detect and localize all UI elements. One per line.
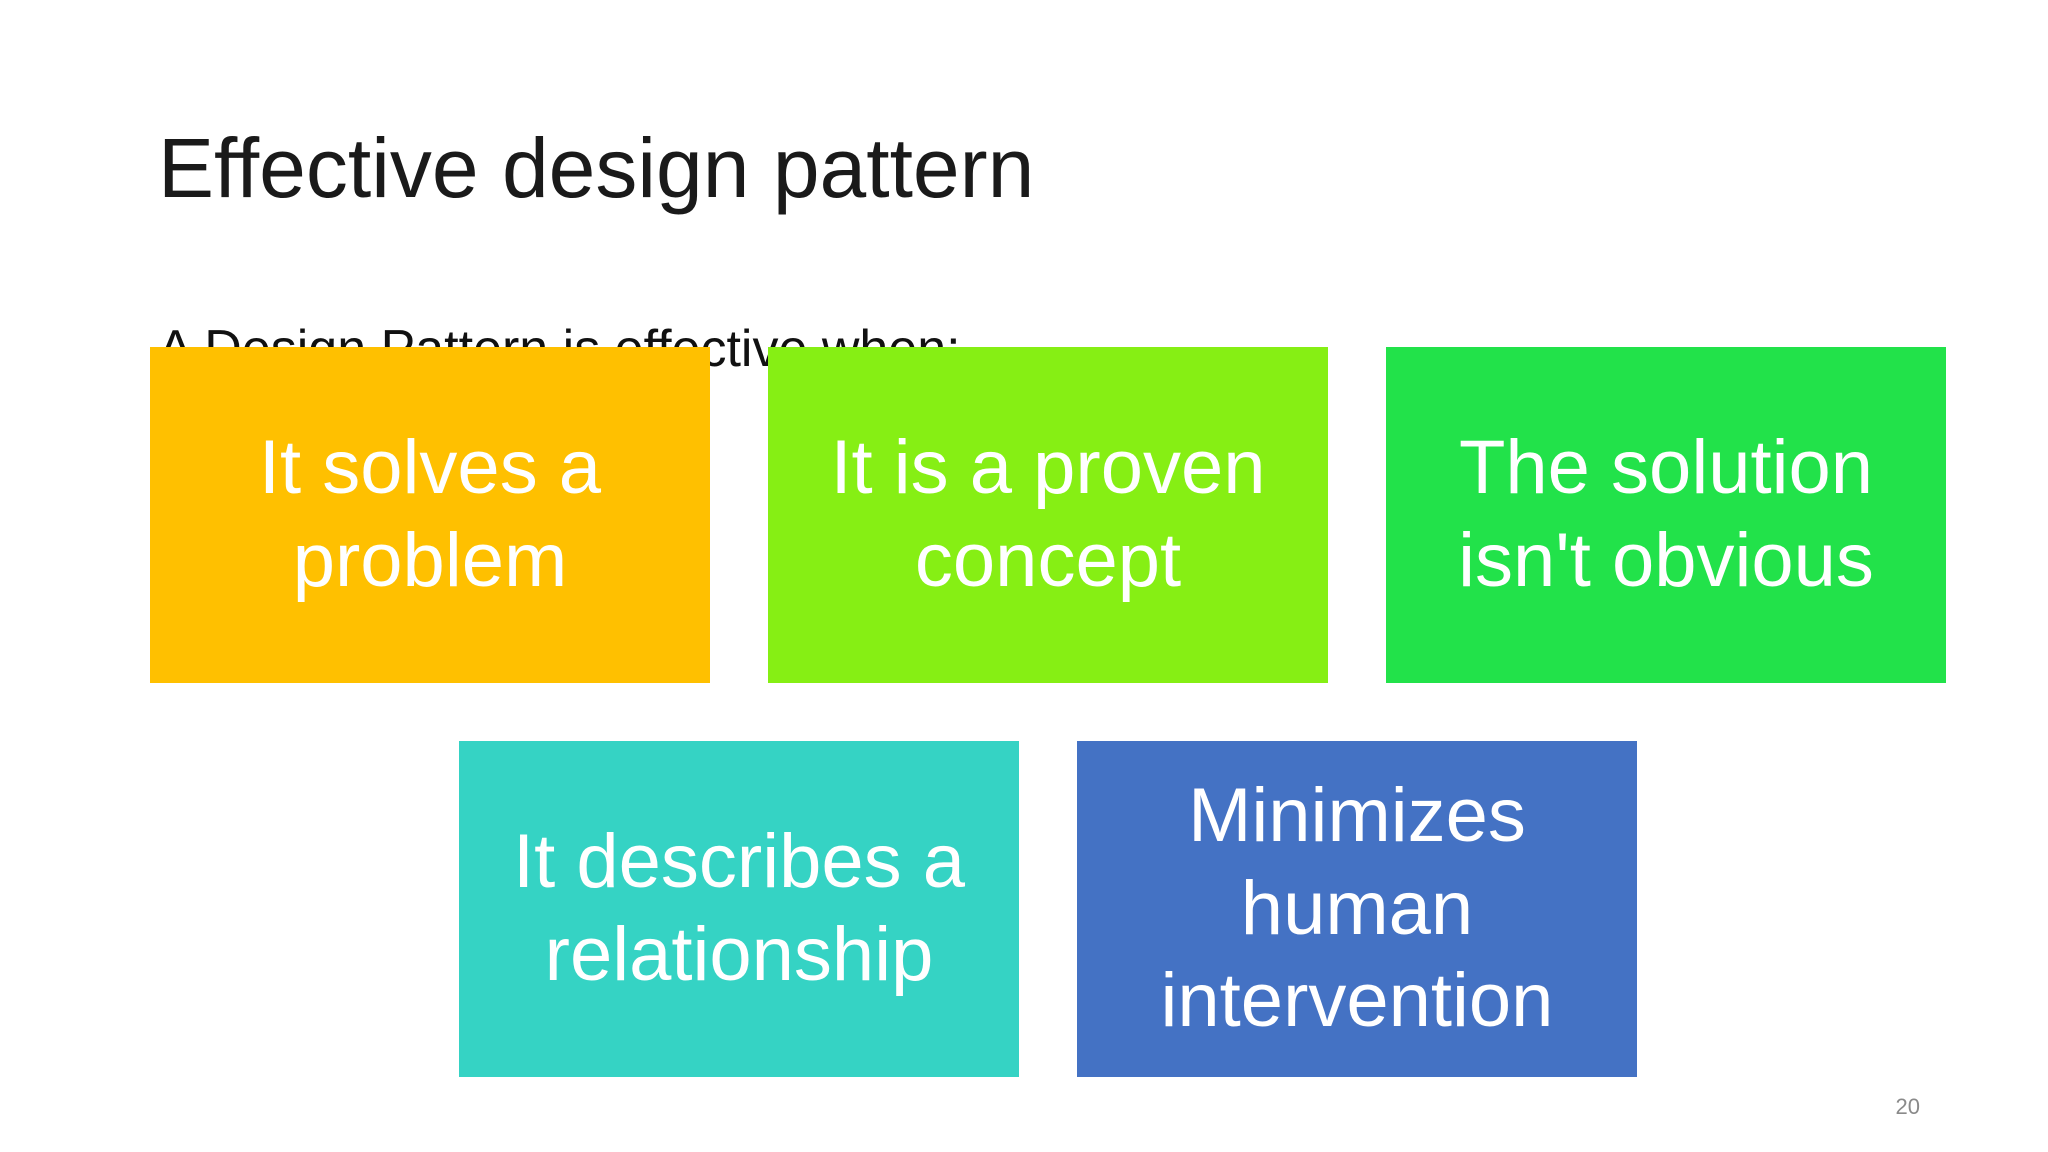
page-number: 20 [1895,1094,1920,1119]
slide-title: Effective design pattern [158,121,1035,215]
box-label: It describes a relationship [513,819,965,997]
box-solution-not-obvious: The solution isn't obvious [1386,347,1946,683]
box-label: It is a proven concept [830,425,1266,603]
box-label: The solution isn't obvious [1458,425,1874,603]
box-minimizes-intervention: Minimizes human intervention [1077,741,1637,1077]
box-solves-problem: It solves a problem [150,347,710,683]
box-label: It solves a problem [258,425,602,603]
box-describes-relationship: It describes a relationship [459,741,1019,1077]
box-label: Minimizes human intervention [1160,772,1554,1044]
box-proven-concept: It is a proven concept [768,347,1328,683]
